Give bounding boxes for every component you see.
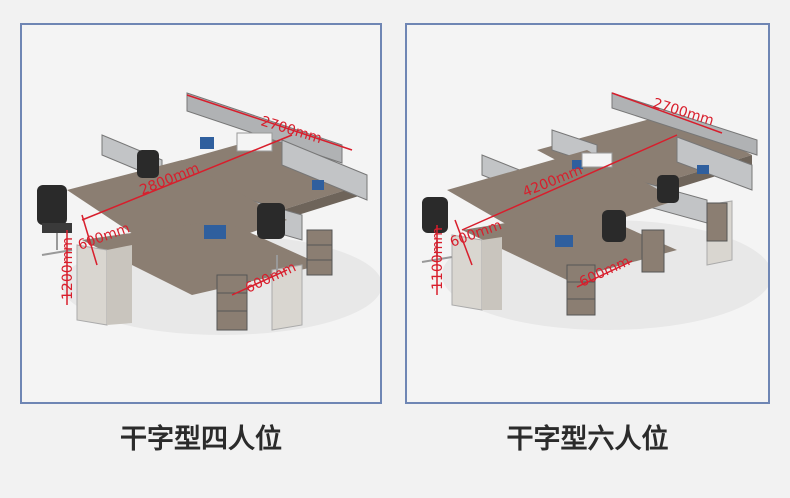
- height-dimension: 1200mm: [60, 237, 76, 300]
- drawer-pedestal: [216, 274, 248, 331]
- workstation-illustration: 2700mm 4200mm 600mm 600mm 1100mm: [421, 92, 768, 330]
- side-panel: [76, 244, 108, 326]
- workstation-illustration: 2700mm 2800mm 600mm 600mm 1200mm: [37, 92, 380, 335]
- height-dimension: 1100mm: [430, 227, 446, 290]
- printer-icon: [581, 152, 613, 168]
- privacy-panel-top: [611, 92, 758, 156]
- privacy-panel-top: [186, 92, 343, 164]
- product-image-four-person: 2700mm 2800mm 600mm 600mm 1200mm: [20, 23, 382, 404]
- drawer-pedestal: [566, 264, 596, 316]
- caption-six-person: 干字型六人位: [506, 424, 669, 455]
- office-chair-icon: [257, 203, 285, 275]
- desk-top-front: [447, 150, 677, 245]
- caption-four-person: 干字型四人位: [120, 424, 282, 455]
- printer-icon: [236, 132, 273, 152]
- laptop-icon: [204, 225, 226, 239]
- product-image-six-person: 2700mm 4200mm 600mm 600mm 1100mm: [405, 23, 770, 404]
- laptop-icon: [555, 235, 573, 247]
- office-chair-icon: [602, 210, 626, 242]
